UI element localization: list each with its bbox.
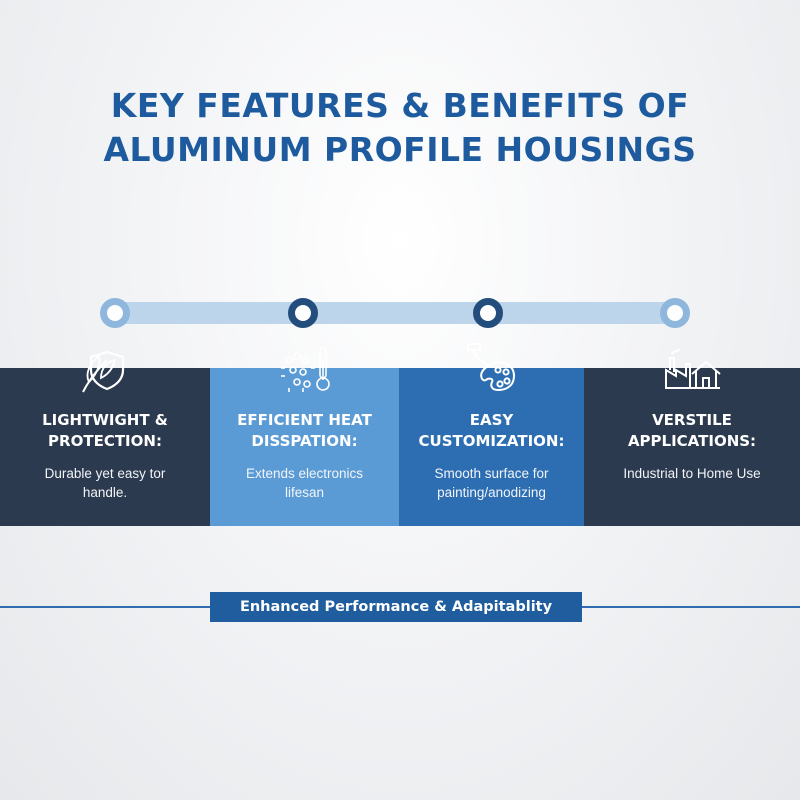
factory-house-icon bbox=[665, 348, 721, 389]
feature-panel-heat: EFFICIENT HEAT DISSPATION: Extends elect… bbox=[210, 347, 399, 526]
timeline-node-1 bbox=[100, 298, 130, 328]
feature-description: Extends electronics lifesan bbox=[245, 466, 364, 500]
feature-title: VERSTILE APPLICATIONS: bbox=[627, 411, 757, 450]
feature-title: LIGHTWIGHT & PROTECTION: bbox=[42, 411, 168, 450]
footer-banner: Enhanced Performance & Adapitablity bbox=[210, 592, 582, 622]
title-line-1: KEY FEATURES & BENEFITS OF bbox=[110, 86, 690, 125]
feature-title: EASY CUSTOMIZATION: bbox=[418, 411, 565, 450]
timeline bbox=[0, 290, 800, 336]
feature-title: EFFICIENT HEAT DISSPATION: bbox=[237, 411, 372, 450]
timeline-bar bbox=[112, 302, 680, 324]
timeline-node-2 bbox=[288, 298, 318, 328]
feature-panel-lightweight: LIGHTWIGHT & PROTECTION: Durable yet eas… bbox=[0, 350, 210, 526]
paint-palette-icon bbox=[466, 343, 515, 392]
circuit-thermometer-icon bbox=[280, 347, 330, 392]
feature-description: Smooth surface for painting/anodizing bbox=[434, 466, 549, 500]
title-line-2: ALUMINUM PROFILE HOUSINGS bbox=[103, 130, 697, 169]
feature-panel-customization: EASY CUSTOMIZATION: Smooth surface for p… bbox=[399, 343, 584, 526]
timeline-node-4 bbox=[660, 298, 690, 328]
page-title: KEY FEATURES & BENEFITS OF ALUMINUM PROF… bbox=[0, 84, 800, 172]
feather-shield-icon bbox=[82, 350, 125, 393]
timeline-node-3 bbox=[473, 298, 503, 328]
feature-panel-applications: VERSTILE APPLICATIONS: Industrial to Hom… bbox=[584, 348, 800, 526]
feature-description: Durable yet easy tor handle. bbox=[44, 466, 166, 500]
feature-panels: LIGHTWIGHT & PROTECTION: Durable yet eas… bbox=[0, 343, 800, 526]
feature-description: Industrial to Home Use bbox=[623, 466, 761, 481]
